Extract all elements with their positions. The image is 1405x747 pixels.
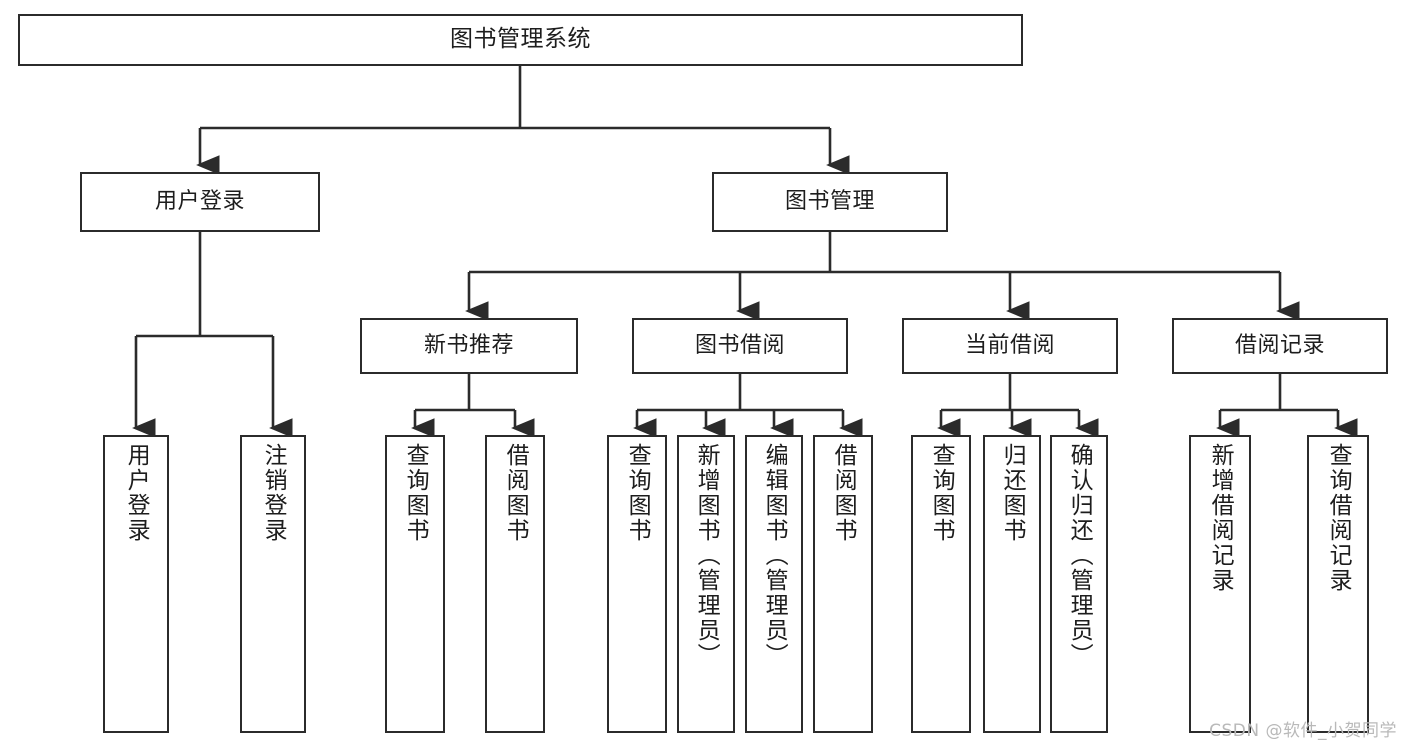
leaf-add-book-admin[interactable]: 新增图书（管理员） <box>677 435 735 733</box>
leaf-query-book-new-label: 查询图书 <box>402 443 429 543</box>
node-book-borrow-label: 图书借阅 <box>694 333 785 359</box>
leaf-user-login-label: 用户登录 <box>123 443 150 543</box>
leaf-logout[interactable]: 注销登录 <box>240 435 306 733</box>
node-new-book-recommend-label: 新书推荐 <box>423 333 514 359</box>
node-current-borrow-label: 当前借阅 <box>964 333 1055 359</box>
leaf-edit-book-admin[interactable]: 编辑图书（管理员） <box>745 435 803 733</box>
node-borrow-records[interactable]: 借阅记录 <box>1172 318 1388 374</box>
leaf-borrow-book-new[interactable]: 借阅图书 <box>485 435 545 733</box>
leaf-add-book-admin-label: 新增图书（管理员） <box>693 443 720 668</box>
watermark: CSDN @软件_小贺同学 <box>1209 721 1397 741</box>
leaf-user-login[interactable]: 用户登录 <box>103 435 169 733</box>
leaf-return-book[interactable]: 归还图书 <box>983 435 1041 733</box>
node-current-borrow[interactable]: 当前借阅 <box>902 318 1118 374</box>
leaf-add-borrow-record[interactable]: 新增借阅记录 <box>1189 435 1251 733</box>
node-new-book-recommend[interactable]: 新书推荐 <box>360 318 578 374</box>
node-book-management[interactable]: 图书管理 <box>712 172 948 232</box>
leaf-edit-book-admin-label: 编辑图书（管理员） <box>761 443 788 668</box>
node-user-login[interactable]: 用户登录 <box>80 172 320 232</box>
node-borrow-records-label: 借阅记录 <box>1234 333 1325 359</box>
node-root[interactable]: 图书管理系统 <box>18 14 1023 66</box>
leaf-query-book-current-label: 查询图书 <box>928 443 955 543</box>
leaf-confirm-return-admin[interactable]: 确认归还（管理员） <box>1050 435 1108 733</box>
leaf-query-borrow-record-label: 查询借阅记录 <box>1325 443 1352 593</box>
leaf-borrow-book-label: 借阅图书 <box>830 443 857 543</box>
leaf-logout-label: 注销登录 <box>260 443 287 543</box>
leaf-return-book-label: 归还图书 <box>999 443 1026 543</box>
leaf-query-book-borrow-label: 查询图书 <box>624 443 651 543</box>
leaf-confirm-return-admin-label: 确认归还（管理员） <box>1066 443 1093 668</box>
leaf-borrow-book[interactable]: 借阅图书 <box>813 435 873 733</box>
leaf-add-borrow-record-label: 新增借阅记录 <box>1207 443 1234 593</box>
node-root-label: 图书管理系统 <box>450 26 591 53</box>
node-user-login-label: 用户登录 <box>154 189 245 215</box>
leaf-query-book-new[interactable]: 查询图书 <box>385 435 445 733</box>
leaf-borrow-book-new-label: 借阅图书 <box>502 443 529 543</box>
node-book-management-label: 图书管理 <box>784 189 875 215</box>
leaf-query-book-borrow[interactable]: 查询图书 <box>607 435 667 733</box>
leaf-query-borrow-record[interactable]: 查询借阅记录 <box>1307 435 1369 733</box>
leaf-query-book-current[interactable]: 查询图书 <box>911 435 971 733</box>
node-book-borrow[interactable]: 图书借阅 <box>632 318 848 374</box>
